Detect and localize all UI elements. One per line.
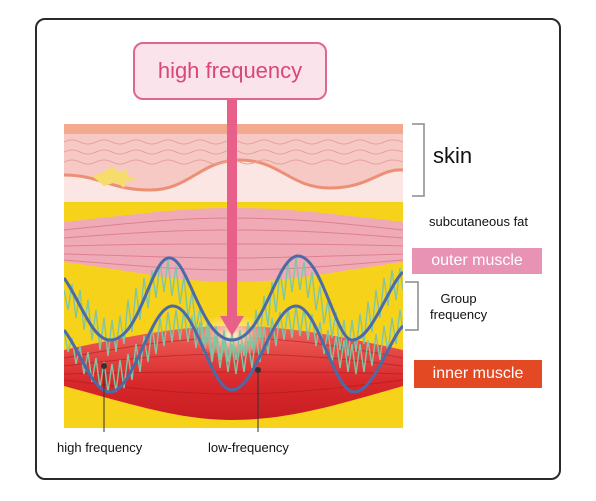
pointer-lines [101,363,261,432]
skin-bracket [412,123,425,197]
low-frequency-envelope [64,254,403,394]
group-frequency-label: Group frequency [430,291,488,322]
energy-arrow-icon [220,100,244,336]
low-frequency-bottom-label: low-frequency [208,440,289,455]
high-frequency-wave [64,257,403,393]
high-frequency-callout: high frequency [133,42,327,100]
high-frequency-bottom-label: high frequency [57,440,143,455]
group-frequency-bracket [405,281,419,331]
outer-muscle-label: outer muscle [412,248,542,274]
nerve-cell-icon [92,166,138,188]
skin-label: skin [433,143,473,168]
subcutaneous-fat-label: subcutaneous fat [429,214,529,229]
inner-muscle-label: inner muscle [414,360,542,388]
